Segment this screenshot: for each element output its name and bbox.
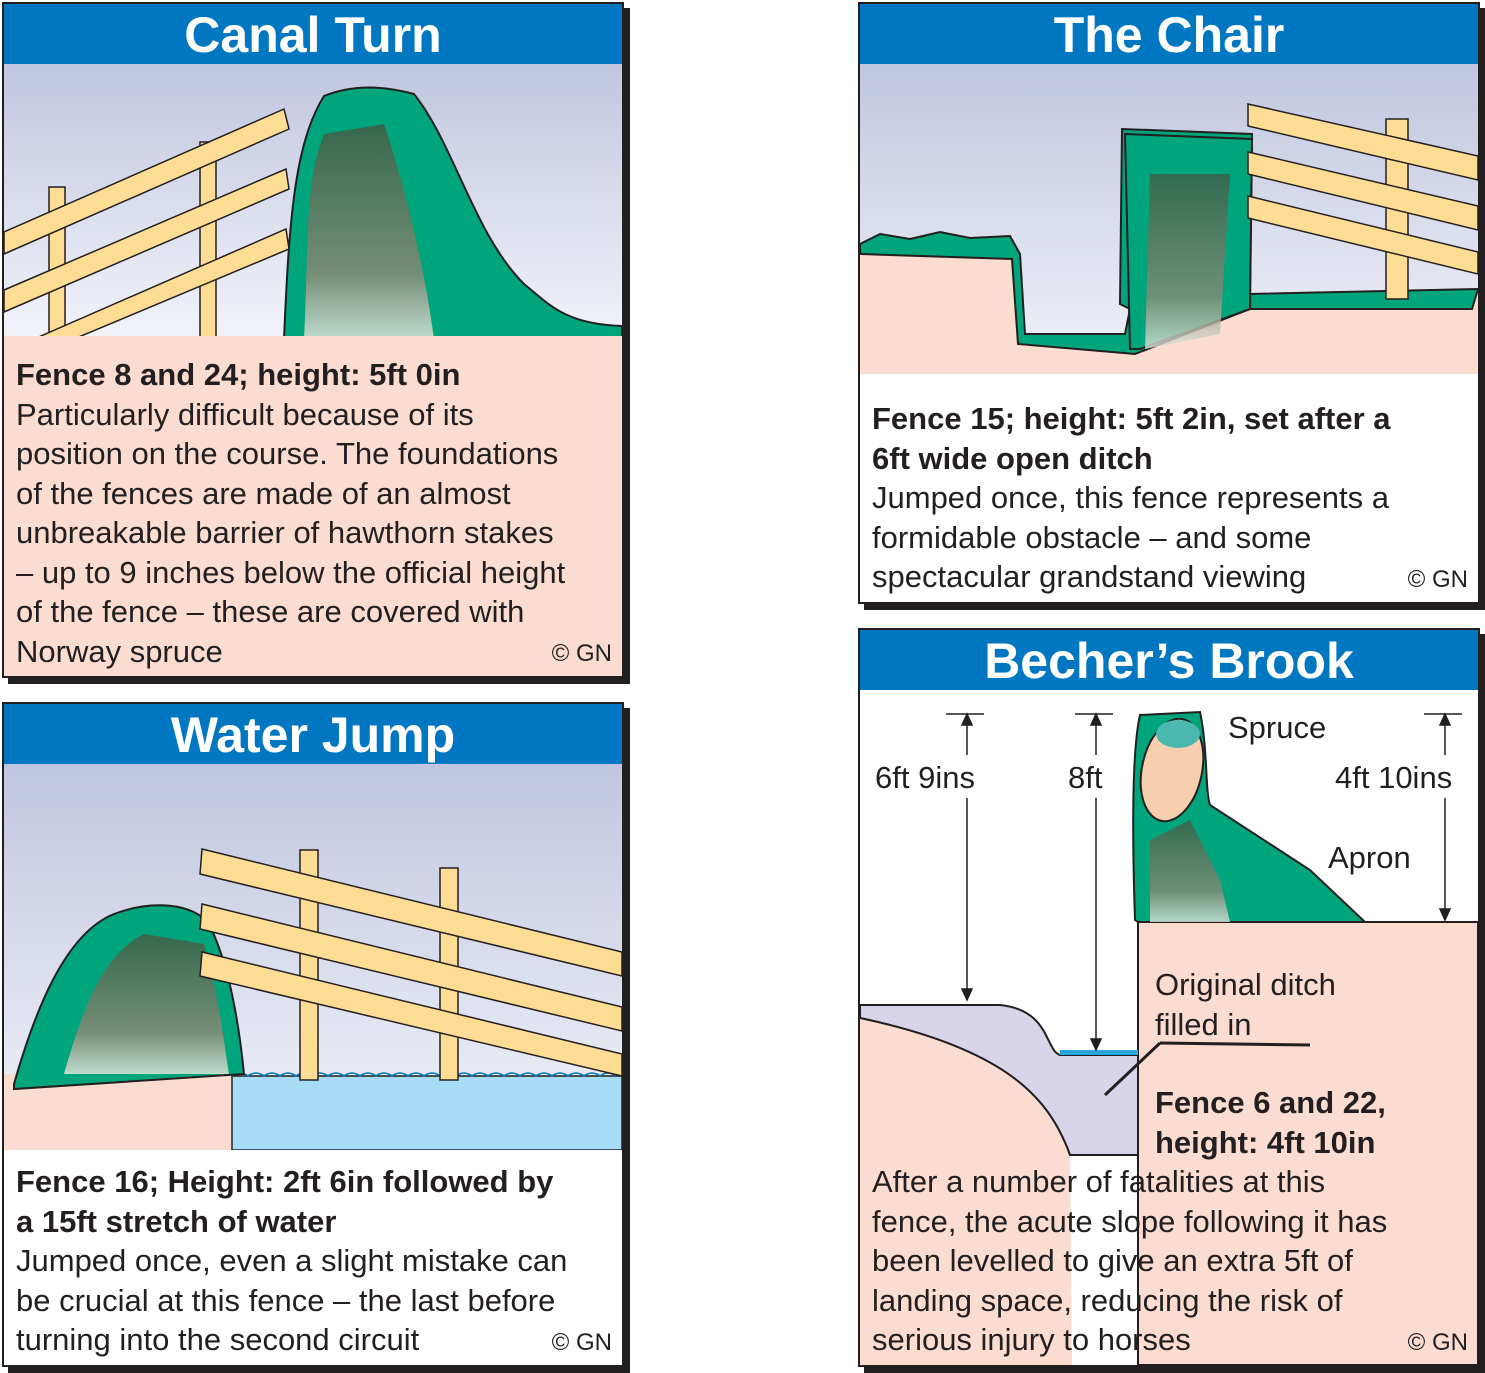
description-line: turning into the second circuit [16,1322,420,1357]
panel-title: The Chair [860,4,1478,64]
fence-heading: height: 4ft 10in [1155,1124,1376,1160]
dimension-label: 8ft [1068,760,1103,795]
description-line: be crucial at this fence – the last befo… [16,1282,556,1318]
description-line: position on the course. The foundations [16,436,559,471]
fence-heading: Fence 16; Height: 2ft 6in followed by [16,1164,554,1199]
description-line: Jumped once, this fence represents a [872,480,1389,515]
description-line: unbreakable barrier of hawthorn stakes [16,515,554,550]
ditch-label: Original ditch filled in [1155,965,1336,1044]
description-line: been levelled to give an extra 5ft of [872,1243,1353,1278]
canal-turn-illustration [4,64,622,339]
the-chair-panel: The Chair Fence 15; height: 5ft 2in, set… [858,2,1480,604]
bechers-brook-diagram [860,630,1478,1365]
fence-heading: Fence 6 and 22, [1155,1085,1386,1120]
description-line: formidable obstacle – and some [872,519,1312,555]
copyright-credit: © GN [1407,566,1468,593]
description-line: – up to 9 inches below the official heig… [16,554,566,590]
ditch-label-line: Original ditch [1155,967,1336,1002]
dimension-label: 6ft 9ins [875,760,975,795]
fence-heading: Fence 8 and 24; height: 5ft 0in [16,357,461,392]
copyright-credit: © GN [1407,1329,1468,1356]
description-line: serious injury to horses [872,1322,1191,1357]
water-jump-panel: Water Jump Fence 16; Height: 2ft 6in fol… [2,702,624,1367]
dimension-label: 4ft 10ins [1335,760,1453,795]
description-line: Norway spruce [16,633,223,669]
fence-heading: Fence 15; height: 5ft 2in, set after a [872,401,1391,436]
description-line: Particularly difficult because of its [16,396,474,432]
description-line: of the fences are made of an almost [16,475,511,511]
water-jump-illustration [4,764,622,1150]
description-line: of the fence – these are covered with [16,594,525,629]
description-line: Jumped once, even a slight mistake can [16,1243,568,1278]
the-chair-illustration [860,64,1478,374]
description-line: fence, the acute slope following it has [872,1203,1388,1239]
ditch-label-line: filled in [1155,1006,1252,1042]
apron-label: Apron [1328,840,1411,875]
copyright-credit: © GN [551,640,612,667]
description-line: landing space, reducing the risk of [872,1282,1343,1318]
fence-heading: a 15ft stretch of water [16,1203,337,1239]
canal-turn-panel: Canal Turn Fence 8 and 24; height: 5ft 0… [2,2,624,678]
panel-title: Canal Turn [4,4,622,64]
spruce-label: Spruce [1228,710,1327,745]
description-line: spectacular grandstand viewing [872,559,1307,594]
fence-heading: 6ft wide open ditch [872,440,1153,476]
panel-title: Becher’s Brook [860,630,1478,690]
bechers-brook-panel: Becher’s Brook 6ft 9ins 8ft 4ft 10ins [858,628,1480,1367]
copyright-credit: © GN [551,1329,612,1356]
panel-title: Water Jump [4,704,622,764]
canal-turn-text-area: Fence 8 and 24; height: 5ft 0in Particul… [4,339,622,676]
description-line: After a number of fatalities at this [872,1164,1326,1199]
